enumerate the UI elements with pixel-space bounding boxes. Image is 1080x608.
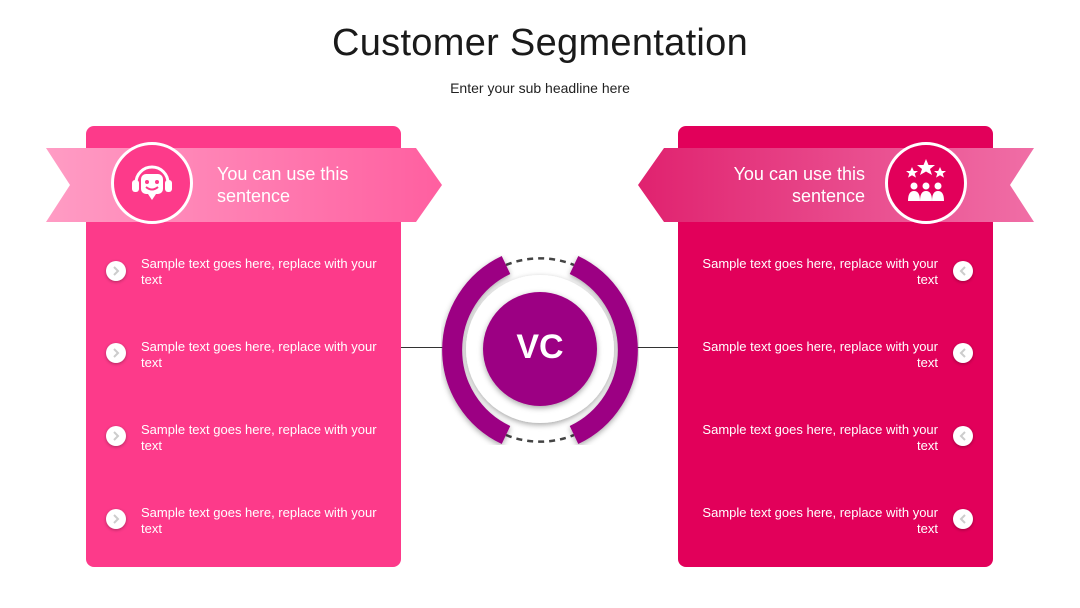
right-bullet-4[interactable]: [953, 509, 973, 529]
right-list-item-2: Sample text goes here, replace with your…: [702, 339, 938, 370]
left-bullet-3[interactable]: [106, 426, 126, 446]
chevron-left-icon: [959, 266, 966, 276]
chevron-right-icon: [113, 431, 120, 441]
right-connector-line: [634, 347, 678, 348]
left-list-item-2: Sample text goes here, replace with your…: [141, 339, 377, 370]
center-ring-graphic: [442, 255, 638, 445]
center-label: VC: [516, 328, 564, 366]
left-bullet-1[interactable]: [106, 261, 126, 281]
right-bullet-3[interactable]: [953, 426, 973, 446]
people-stars-icon: [906, 159, 946, 201]
right-list-item-1: Sample text goes here, replace with your…: [702, 256, 938, 287]
chevron-left-icon: [959, 348, 966, 358]
left-list-item-3: Sample text goes here, replace with your…: [141, 422, 377, 453]
left-panel-heading: You can use this sentence: [217, 164, 349, 206]
chevron-left-icon: [959, 431, 966, 441]
page-title: Customer Segmentation: [331, 22, 749, 64]
left-icon-circle: [111, 142, 193, 224]
support-headset-icon: [132, 165, 172, 200]
left-ring-arc: [442, 255, 511, 445]
right-icon-circle: [885, 142, 967, 224]
right-bullet-1[interactable]: [953, 261, 973, 281]
left-bullet-4[interactable]: [106, 509, 126, 529]
left-connector-line: [401, 347, 446, 348]
right-list-item-3: Sample text goes here, replace with your…: [702, 422, 938, 453]
right-ring-arc: [569, 255, 638, 445]
left-list-item-4: Sample text goes here, replace with your…: [141, 505, 377, 536]
chevron-left-icon: [959, 514, 966, 524]
right-bullet-2[interactable]: [953, 343, 973, 363]
chevron-right-icon: [113, 514, 120, 524]
left-list-item-1: Sample text goes here, replace with your…: [141, 256, 377, 287]
chevron-right-icon: [113, 348, 120, 358]
right-list-item-4: Sample text goes here, replace with your…: [702, 505, 938, 536]
chevron-right-icon: [113, 266, 120, 276]
right-panel-heading: You can use this sentence: [733, 164, 865, 206]
page-subtitle: Enter your sub headline here: [450, 80, 630, 96]
left-bullet-2[interactable]: [106, 343, 126, 363]
